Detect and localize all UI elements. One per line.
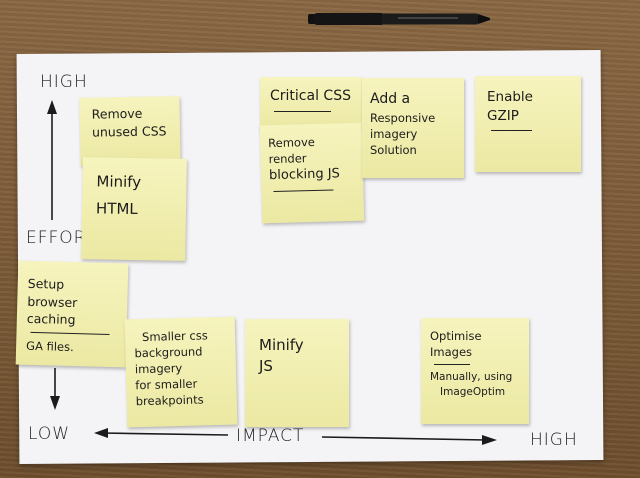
note-underline xyxy=(30,331,110,335)
note-line: caching xyxy=(26,310,76,328)
y-axis-title: EFFORT xyxy=(26,228,97,248)
note-line: Minify xyxy=(259,336,304,354)
note-line: unused CSS xyxy=(91,122,167,140)
note-optimise-images: Optimise Images Manually, using ImageOpt… xyxy=(421,318,529,424)
note-line: Minify xyxy=(96,172,142,192)
note-critical-css: Critical CSS xyxy=(260,77,362,131)
note-browser-caching: Setup browser caching GA files. xyxy=(15,260,129,368)
note-line: Setup browser xyxy=(27,275,78,310)
note-line: Remove xyxy=(91,105,143,122)
y-axis-low-label: LOW xyxy=(28,424,71,444)
note-title: Critical CSS xyxy=(270,88,351,104)
marker-pen xyxy=(308,13,490,25)
note-remove-unused-css: Remove unused CSS xyxy=(79,96,181,166)
y-axis-high-label: HIGH xyxy=(40,72,88,92)
note-minify-js: Minify JS xyxy=(245,319,349,427)
note-line: Images xyxy=(430,345,473,360)
note-smaller-css-background: Smaller css background imagery for small… xyxy=(124,316,238,428)
note-line: Enable xyxy=(487,89,533,105)
note-line: Add a xyxy=(370,91,411,107)
note-underline xyxy=(491,129,532,131)
note-remove-render-blocking-js: Remove render blocking JS xyxy=(259,122,365,224)
note-line: blocking JS xyxy=(268,166,341,184)
note-underline xyxy=(274,110,332,112)
note-extra: Manually, using xyxy=(430,371,513,384)
note-line: Remove render xyxy=(268,134,316,167)
note-line: HTML xyxy=(95,199,138,219)
note-enable-gzip: Enable GZIP xyxy=(475,76,581,172)
note-underline xyxy=(273,189,334,193)
note-underline xyxy=(434,364,470,366)
note-line: Optimise xyxy=(430,329,482,343)
note-line: background imagery xyxy=(134,344,203,377)
x-axis-high-label: HIGH xyxy=(530,430,578,450)
note-line: GZIP xyxy=(487,107,519,124)
note-extra: GA files. xyxy=(25,338,74,354)
note-responsive-imagery: Add a Responsive imagery Solution xyxy=(362,78,464,178)
note-line: breakpoints xyxy=(135,392,204,409)
note-line: Responsive imagery xyxy=(370,110,436,141)
note-line: JS xyxy=(259,357,273,375)
note-line: Solution xyxy=(370,142,417,157)
x-axis-title: IMPACT xyxy=(236,426,305,446)
note-extra: ImageOptim xyxy=(440,385,506,398)
note-minify-html: Minify HTML xyxy=(81,157,187,261)
